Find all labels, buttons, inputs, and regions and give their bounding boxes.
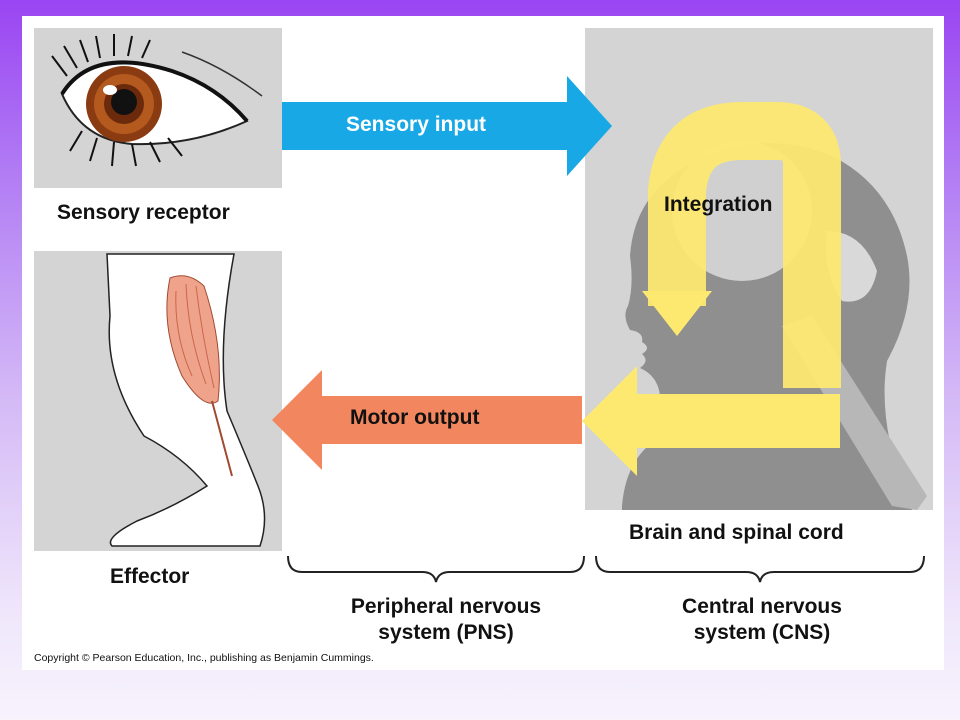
integration-label: Integration <box>664 193 773 216</box>
sensory-input-label: Sensory input <box>346 113 487 136</box>
brain-spinal-cord-label: Brain and spinal cord <box>629 521 844 544</box>
motor-loop-segment <box>634 394 840 448</box>
cns-label-line2: system (CNS) <box>693 621 831 644</box>
motor-loop-arrowhead <box>582 366 637 476</box>
integration-loop <box>648 102 841 388</box>
effector-label: Effector <box>110 565 190 588</box>
leg-muscle-icon <box>106 253 266 547</box>
eye-icon <box>51 34 263 167</box>
integration-arrowhead <box>642 291 712 336</box>
diagram-graphics <box>34 28 933 583</box>
motor-output-label: Motor output <box>350 406 480 429</box>
pns-label-line1: Peripheral nervous <box>350 595 542 618</box>
pns-label-line2: system (PNS) <box>378 621 514 644</box>
cns-label-line1: Central nervous <box>682 595 842 618</box>
sensory-receptor-label: Sensory receptor <box>57 201 230 224</box>
copyright-notice: Copyright © Pearson Education, Inc., pub… <box>34 652 374 664</box>
sensory-input-arrow <box>282 76 612 176</box>
pns-brace <box>287 555 585 583</box>
cns-brace <box>595 555 925 583</box>
motor-output-arrow <box>272 370 582 470</box>
diagram-canvas: Sensory receptor Effector Sensory input … <box>22 16 944 670</box>
